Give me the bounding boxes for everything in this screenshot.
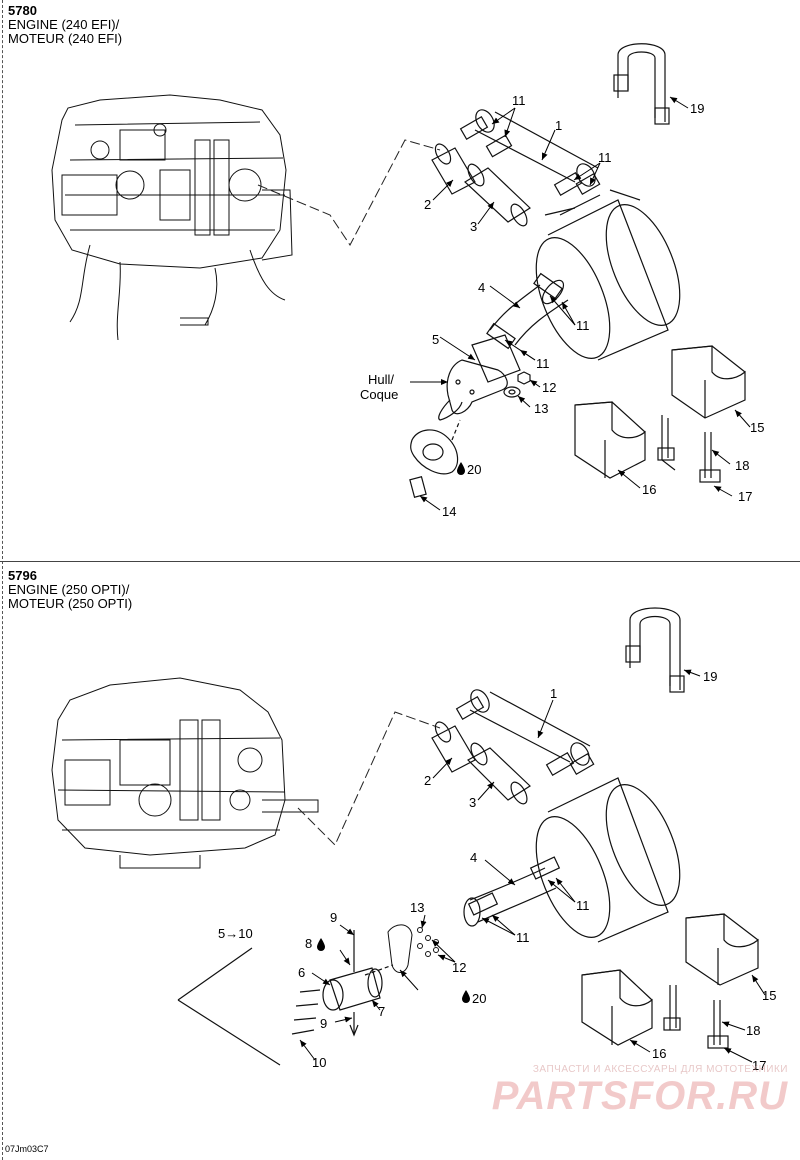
callout-17: 17 — [752, 1058, 766, 1073]
parts-12-13-nuts-washers — [387, 924, 439, 973]
callout-6: 6 — [298, 965, 305, 980]
callout-3: 3 — [470, 219, 477, 234]
callout-4: 4 — [470, 850, 477, 865]
callout-5-to-10: 5→10 — [218, 926, 253, 941]
callout-11: 11 — [576, 318, 590, 333]
callout-8: 8 — [305, 936, 312, 951]
part-19-strap-bracket — [625, 607, 685, 693]
callout-13: 13 — [410, 900, 424, 915]
parts-1-2-3-hoses — [431, 689, 595, 805]
callout-15: 15 — [762, 988, 776, 1003]
panel-title-en: ENGINE (250 OPTI)/ — [8, 582, 130, 597]
callout-12: 12 — [542, 380, 556, 395]
callout-16: 16 — [652, 1046, 666, 1061]
parts-17-18-clips — [663, 985, 729, 1049]
parts-5-10-assembly — [177, 930, 394, 1066]
leader-lines — [410, 96, 751, 511]
watermark-brand: PARTSFOR.RU — [491, 1074, 788, 1118]
engine-240-efi-drawing — [51, 94, 293, 341]
sealant-drop-icon — [317, 462, 470, 1003]
callout-11: 11 — [576, 898, 590, 913]
parts-12-13-nut-washer — [503, 371, 531, 398]
callout-9: 9 — [330, 910, 337, 925]
leader-lines — [299, 669, 766, 1063]
panel-title-fr: MOTEUR (240 EFI) — [8, 31, 123, 46]
callout-18: 18 — [735, 458, 749, 473]
callout-16: 16 — [642, 482, 656, 497]
hull-label: Hull/ — [368, 372, 394, 387]
part-14-gasket — [409, 419, 461, 498]
callout-5: 5 — [432, 332, 439, 347]
panel-title-fr: MOTEUR (250 OPTI) — [8, 596, 133, 611]
watermark-subtitle: ЗАПЧАСТИ И АКСЕССУАРЫ ДЛЯ МОТОТЕХНИКИ — [532, 1064, 788, 1075]
callout-13: 13 — [534, 401, 548, 416]
panel-code: 5780 — [8, 3, 37, 18]
callout-4: 4 — [478, 280, 485, 295]
callout-9: 9 — [320, 1016, 327, 1031]
part-19-strap-bracket — [613, 43, 670, 125]
callout-11: 11 — [516, 930, 530, 945]
callout-2: 2 — [424, 197, 431, 212]
left-dashed-rule — [2, 0, 3, 1160]
callout-11: 11 — [512, 93, 526, 108]
callout-11: 11 — [598, 150, 612, 165]
panel-code: 5796 — [8, 568, 37, 583]
part-5-hull-fitting — [438, 334, 521, 421]
callout-15: 15 — [750, 420, 764, 435]
callout-1: 1 — [555, 118, 562, 133]
callout-3: 3 — [469, 795, 476, 810]
panel-header-5780: 5780 ENGINE (240 EFI)/ MOTEUR (240 EFI) — [8, 4, 122, 46]
callout-19: 19 — [703, 669, 717, 684]
callout-10: 10 — [312, 1055, 326, 1070]
callout-2: 2 — [424, 773, 431, 788]
callout-18: 18 — [746, 1023, 760, 1038]
watermark: ЗАПЧАСТИ И АКСЕССУАРЫ ДЛЯ МОТОТЕХНИКИ PA… — [492, 1064, 788, 1117]
callout-19: 19 — [690, 101, 704, 116]
muffler-drum — [535, 777, 681, 943]
callout-7: 7 — [378, 1004, 385, 1019]
callout-14: 14 — [442, 504, 456, 519]
callout-1: 1 — [550, 686, 557, 701]
parts-15-16-foam-blocks — [581, 913, 759, 1046]
callout-12: 12 — [452, 960, 466, 975]
coque-label: Coque — [360, 387, 398, 402]
callout-20: 20 — [472, 991, 486, 1006]
muffler-drum — [535, 189, 681, 361]
panel-title-en: ENGINE (240 EFI)/ — [8, 17, 120, 32]
callout-11: 11 — [536, 356, 550, 371]
engine-250-opti-drawing — [51, 677, 319, 869]
parts-15-16-foam-blocks — [574, 345, 746, 479]
callout-20: 20 — [467, 462, 481, 477]
panel-divider — [0, 561, 800, 562]
panel-header-5796: 5796 ENGINE (250 OPTI)/ MOTEUR (250 OPTI… — [8, 569, 132, 611]
callout-17: 17 — [738, 489, 752, 504]
part-4-elbow — [463, 856, 561, 927]
parts-1-2-3-hoses — [431, 109, 601, 227]
drawing-reference-code: 07Jm03C7 — [5, 1144, 49, 1154]
parts-17-18-clips — [657, 415, 721, 483]
